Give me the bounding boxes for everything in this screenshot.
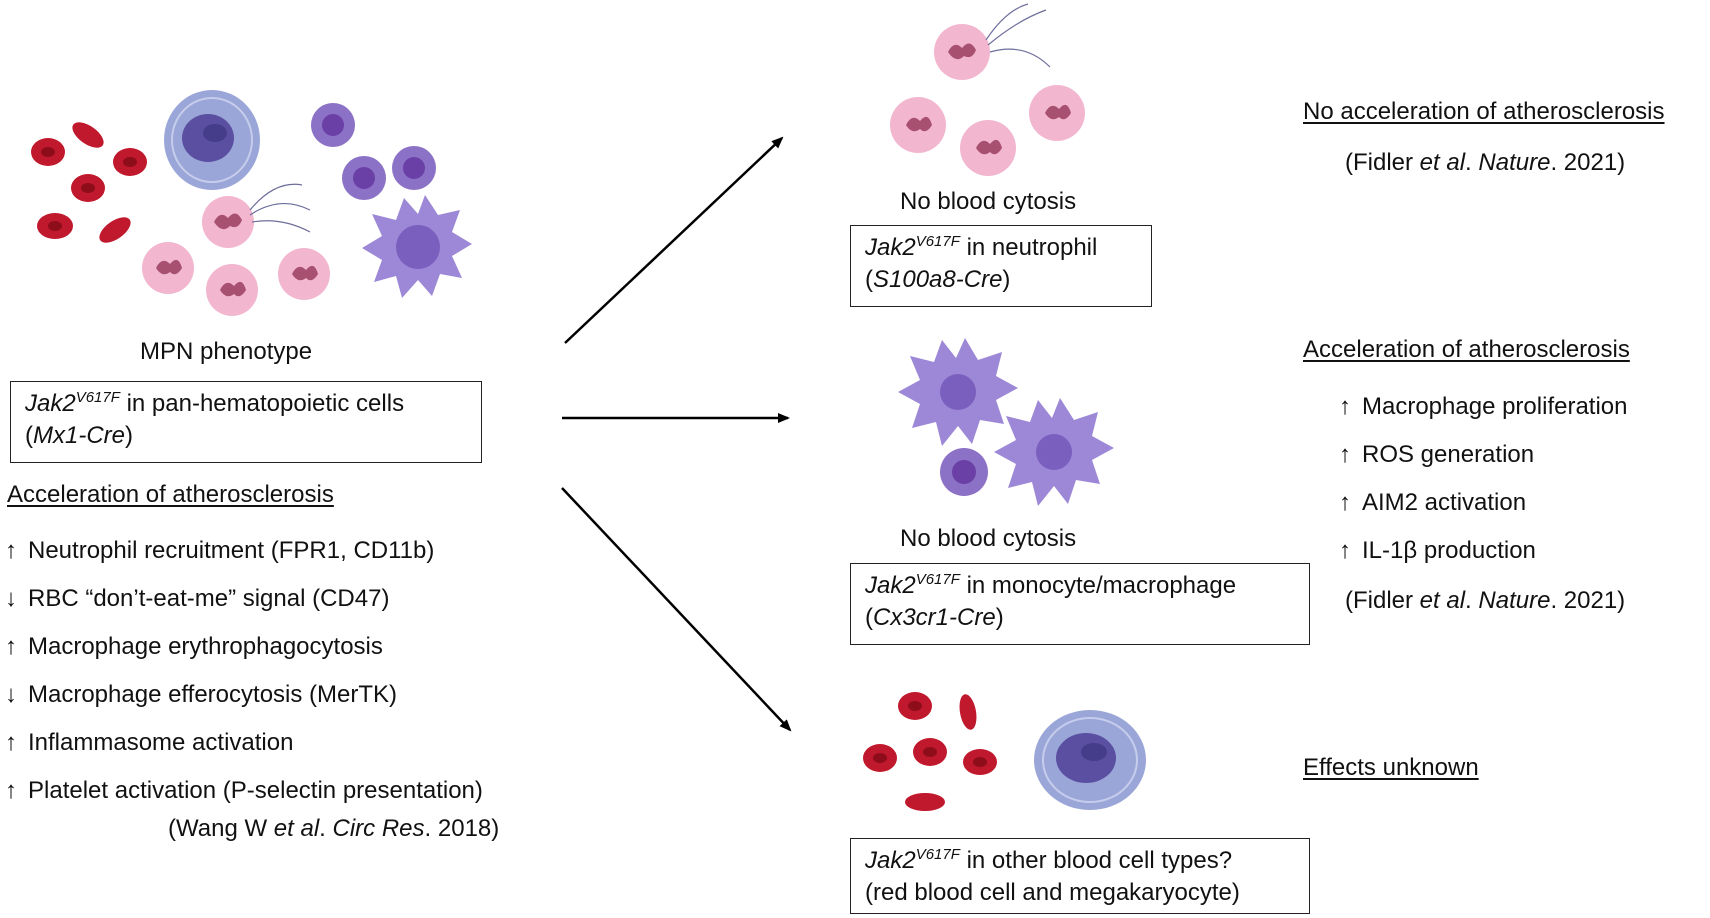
top-outcome-heading: No acceleration of atherosclerosis	[1303, 98, 1665, 125]
effect-text: Macrophage erythrophagocytosis	[28, 633, 383, 660]
effect-text: Macrophage efferocytosis (MerTK)	[28, 681, 398, 708]
effect-item: ↑ IL-1β production	[1336, 536, 1536, 566]
box-line1-rest: in pan-hematopoietic cells	[119, 390, 405, 417]
effect-text: AIM2 activation	[1362, 489, 1527, 516]
cre-driver: Mx1-Cre	[33, 422, 126, 449]
effect-item: ↑ AIM2 activation	[1336, 488, 1526, 518]
top-caption: No blood cytosis	[900, 188, 1077, 215]
arrow-up-icon: ↑	[1339, 393, 1351, 420]
effect-item: ↑ Inflammasome activation	[2, 728, 293, 758]
left-red-blood-cells	[31, 122, 147, 243]
effect-item: ↑ Macrophage erythrophagocytosis	[2, 632, 383, 662]
arrow-to-other-cells	[561, 487, 792, 732]
arrow-to-neutrophil	[564, 136, 784, 344]
top-citation: (Fidler et al. Nature. 2021)	[1345, 149, 1626, 176]
arrow-up-icon: ↑	[5, 633, 17, 660]
bottom-outcome-heading: Effects unknown	[1303, 754, 1479, 781]
left-citation: (Wang W et al. Circ Res. 2018)	[168, 815, 500, 842]
middle-genotype-box: Jak2V617F in monocyte/macrophage (Cx3cr1…	[850, 563, 1310, 645]
middle-outcome-heading: Acceleration of atherosclerosis	[1303, 336, 1630, 363]
top-genotype-box: Jak2V617F in neutrophil (S100a8-Cre)	[850, 225, 1152, 307]
effect-item: ↓ Macrophage efferocytosis (MerTK)	[2, 680, 397, 710]
arrow-up-icon: ↑	[5, 729, 17, 756]
left-caption: MPN phenotype	[140, 338, 313, 365]
effect-item: ↑ Neutrophil recruitment (FPR1, CD11b)	[2, 536, 434, 566]
gene-name: Jak2	[25, 390, 76, 417]
paren-close: )	[125, 422, 134, 449]
left-macrophage	[362, 195, 472, 298]
arrow-up-icon: ↑	[1339, 537, 1351, 564]
left-outcome-heading: Acceleration of atherosclerosis	[7, 481, 334, 508]
paren-open: (	[25, 422, 33, 449]
effect-text: Macrophage proliferation	[1362, 393, 1628, 420]
effect-item: ↓ RBC “don’t-eat-me” signal (CD47)	[2, 584, 389, 614]
left-neutrophils	[142, 183, 330, 316]
effect-text: RBC “don’t-eat-me” signal (CD47)	[28, 585, 390, 612]
middle-caption: No blood cytosis	[900, 525, 1077, 552]
effect-text: Inflammasome activation	[28, 729, 294, 756]
left-megakaryocyte	[164, 90, 260, 190]
effect-item: ↑ Macrophage proliferation	[1336, 392, 1628, 422]
effect-text: IL-1β production	[1362, 537, 1536, 564]
effect-text: ROS generation	[1362, 441, 1535, 468]
arrow-up-icon: ↑	[1339, 489, 1351, 516]
arrow-up-icon: ↑	[5, 537, 17, 564]
mutation-superscript: V617F	[75, 389, 120, 406]
arrow-down-icon: ↓	[5, 585, 17, 612]
effect-item: ↑ ROS generation	[1336, 440, 1534, 470]
middle-macrophages	[898, 338, 1114, 506]
arrow-up-icon: ↑	[1339, 441, 1351, 468]
bottom-red-blood-cells	[863, 692, 997, 811]
left-genotype-box: Jak2V617F in pan-hematopoietic cells (Mx…	[10, 381, 482, 463]
left-monocytes	[311, 103, 436, 200]
middle-citation: (Fidler et al. Nature. 2021)	[1345, 587, 1626, 614]
arrow-up-icon: ↑	[5, 777, 17, 804]
arrow-down-icon: ↓	[5, 681, 17, 708]
top-neutrophils	[890, 3, 1085, 176]
effect-item: ↑ Platelet activation (P-selectin present…	[2, 776, 483, 806]
bottom-megakaryocyte	[1034, 710, 1146, 810]
effect-text: Neutrophil recruitment (FPR1, CD11b)	[28, 537, 435, 564]
bottom-genotype-box: Jak2V617F in other blood cell types? (re…	[850, 838, 1310, 914]
effect-text: Platelet activation (P-selectin presenta…	[28, 777, 483, 804]
